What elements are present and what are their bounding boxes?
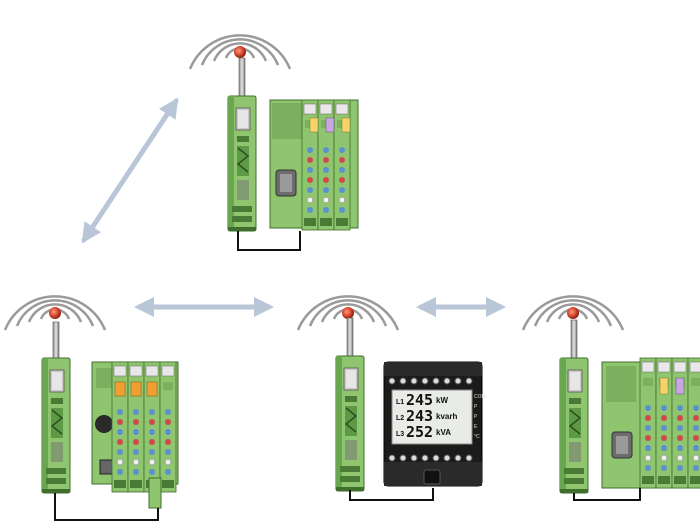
cable (54, 493, 159, 521)
lcd-unit-label: kW (436, 396, 448, 405)
terminal-screw (465, 454, 473, 462)
terminal-screw (399, 377, 407, 385)
terminal-screw (454, 454, 462, 462)
terminal-screw (410, 454, 418, 462)
terminal-screw (421, 377, 429, 385)
lcd-value: 243 (406, 407, 433, 425)
node-top (188, 34, 359, 251)
meter-side-label: P (474, 404, 478, 410)
node-right (521, 295, 700, 501)
terminal-screw (410, 377, 418, 385)
terminal-screw (399, 454, 407, 462)
radio-module (335, 355, 365, 492)
meter-side-label: P (474, 414, 478, 420)
io-module-stack (601, 357, 700, 489)
lcd-unit-label: kvarh (436, 412, 457, 421)
link-left-top (81, 97, 179, 244)
cable (349, 488, 434, 501)
terminal-screw (432, 377, 440, 385)
lcd-display (391, 389, 473, 445)
meter-side-label: °C (474, 434, 480, 440)
io-module-stack (111, 361, 179, 493)
terminal-screw (465, 377, 473, 385)
sensor-plug (148, 477, 162, 509)
lcd-phase-label: L3 (396, 431, 404, 438)
lcd-unit-label: kVA (436, 428, 451, 437)
io-module-stack (269, 99, 359, 231)
cable (237, 231, 301, 251)
meter-side-label: E (474, 424, 478, 430)
terminal-screw (432, 454, 440, 462)
lcd-value: 245 (406, 391, 433, 409)
meter-side-label: COM (474, 394, 486, 400)
terminal-screw (421, 454, 429, 462)
terminal-screw (443, 377, 451, 385)
cable (573, 488, 641, 501)
terminal-screw (454, 377, 462, 385)
radio-module (41, 357, 71, 494)
terminal-screw (388, 454, 396, 462)
lcd-phase-label: L1 (396, 399, 404, 406)
radio-module (559, 357, 589, 494)
node-left (3, 295, 179, 521)
radio-module (227, 95, 257, 232)
terminal-screw (388, 377, 396, 385)
lcd-phase-label: L2 (396, 415, 404, 422)
terminal-screw (443, 454, 451, 462)
lcd-value: 252 (406, 423, 433, 441)
